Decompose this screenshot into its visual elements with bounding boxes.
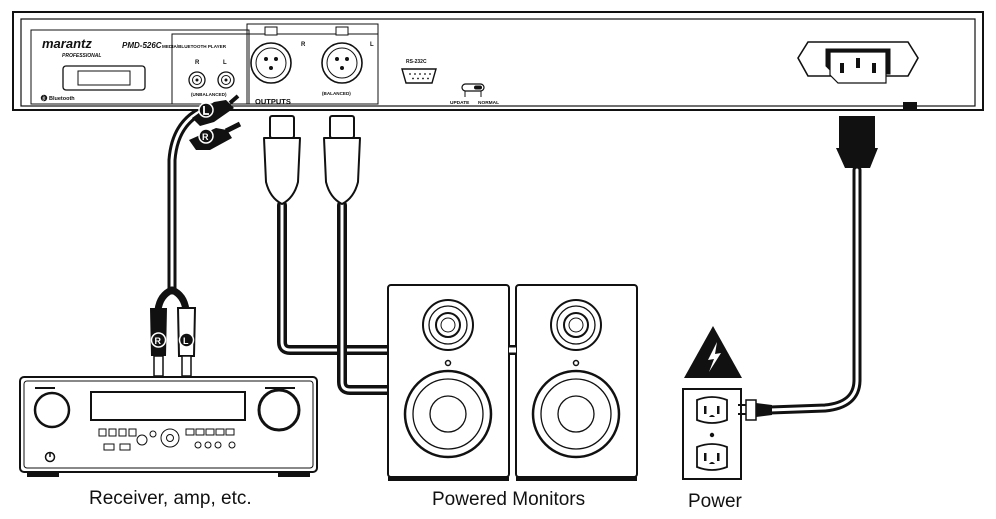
powered-monitor-right xyxy=(515,284,638,481)
receiver-caption: Receiver, amp, etc. xyxy=(89,488,252,509)
brand-subtitle: PROFESSIONAL xyxy=(62,53,101,59)
rs232-port xyxy=(401,68,437,84)
receiver-left-knob xyxy=(33,391,71,429)
outputs-label: OUTPUTS xyxy=(255,97,291,106)
rca-right-label: R xyxy=(195,60,200,66)
usb-slot xyxy=(62,65,146,91)
rca-plug-right-label-receiver: R xyxy=(155,336,162,346)
bluetooth-icon xyxy=(40,94,48,102)
receiver-display xyxy=(90,391,246,421)
rca-plug-left-label-receiver: L xyxy=(183,336,189,346)
power-caption: Power xyxy=(688,491,742,512)
model-description: MEDIA/BLUETOOTH PLAYER xyxy=(162,44,227,49)
receiver-right-knob xyxy=(257,388,301,432)
monitors-caption: Powered Monitors xyxy=(432,489,586,510)
rca-plugs-at-player: R xyxy=(189,94,242,150)
brand-logo: marantz xyxy=(42,36,92,51)
iec-power-plug xyxy=(836,116,878,168)
power-inlet xyxy=(797,41,919,110)
balanced-label: (BALANCED) xyxy=(322,91,351,96)
xlr-cables xyxy=(277,200,525,395)
wall-plug xyxy=(738,399,772,421)
rca-plugs-at-receiver: R L xyxy=(150,307,197,377)
rca-left-label: L xyxy=(223,60,227,66)
rca-output-jacks: R L (UNBALANCED) xyxy=(188,60,235,97)
rs232-label: RS-232C xyxy=(406,59,427,65)
rca-plug-right-label: R xyxy=(202,132,209,142)
receiver xyxy=(19,376,318,477)
power-cable xyxy=(765,165,862,415)
xlr-cable-link xyxy=(509,345,516,355)
media-player-rear-panel: marantz PROFESSIONAL PMD-526C MEDIA/BLUE… xyxy=(12,11,984,111)
receiver-buttons xyxy=(98,428,236,451)
switch-normal-label: NORMAL xyxy=(478,100,499,106)
model-name: PMD-526C xyxy=(122,41,162,50)
power-outlet xyxy=(682,388,742,480)
xlr-left-label: L xyxy=(370,42,374,48)
bluetooth-label: Bluetooth xyxy=(49,96,75,102)
xlr-plugs xyxy=(263,115,361,205)
update-normal-switch xyxy=(461,83,485,97)
unbalanced-label: (UNBALANCED) xyxy=(191,92,227,97)
warning-icon xyxy=(684,326,742,378)
xlr-right-jack xyxy=(250,26,292,84)
powered-monitor-left xyxy=(387,284,510,481)
xlr-right-label: R xyxy=(301,42,306,48)
switch-update-label: UPDATE xyxy=(450,100,470,106)
xlr-left-jack xyxy=(321,26,363,84)
